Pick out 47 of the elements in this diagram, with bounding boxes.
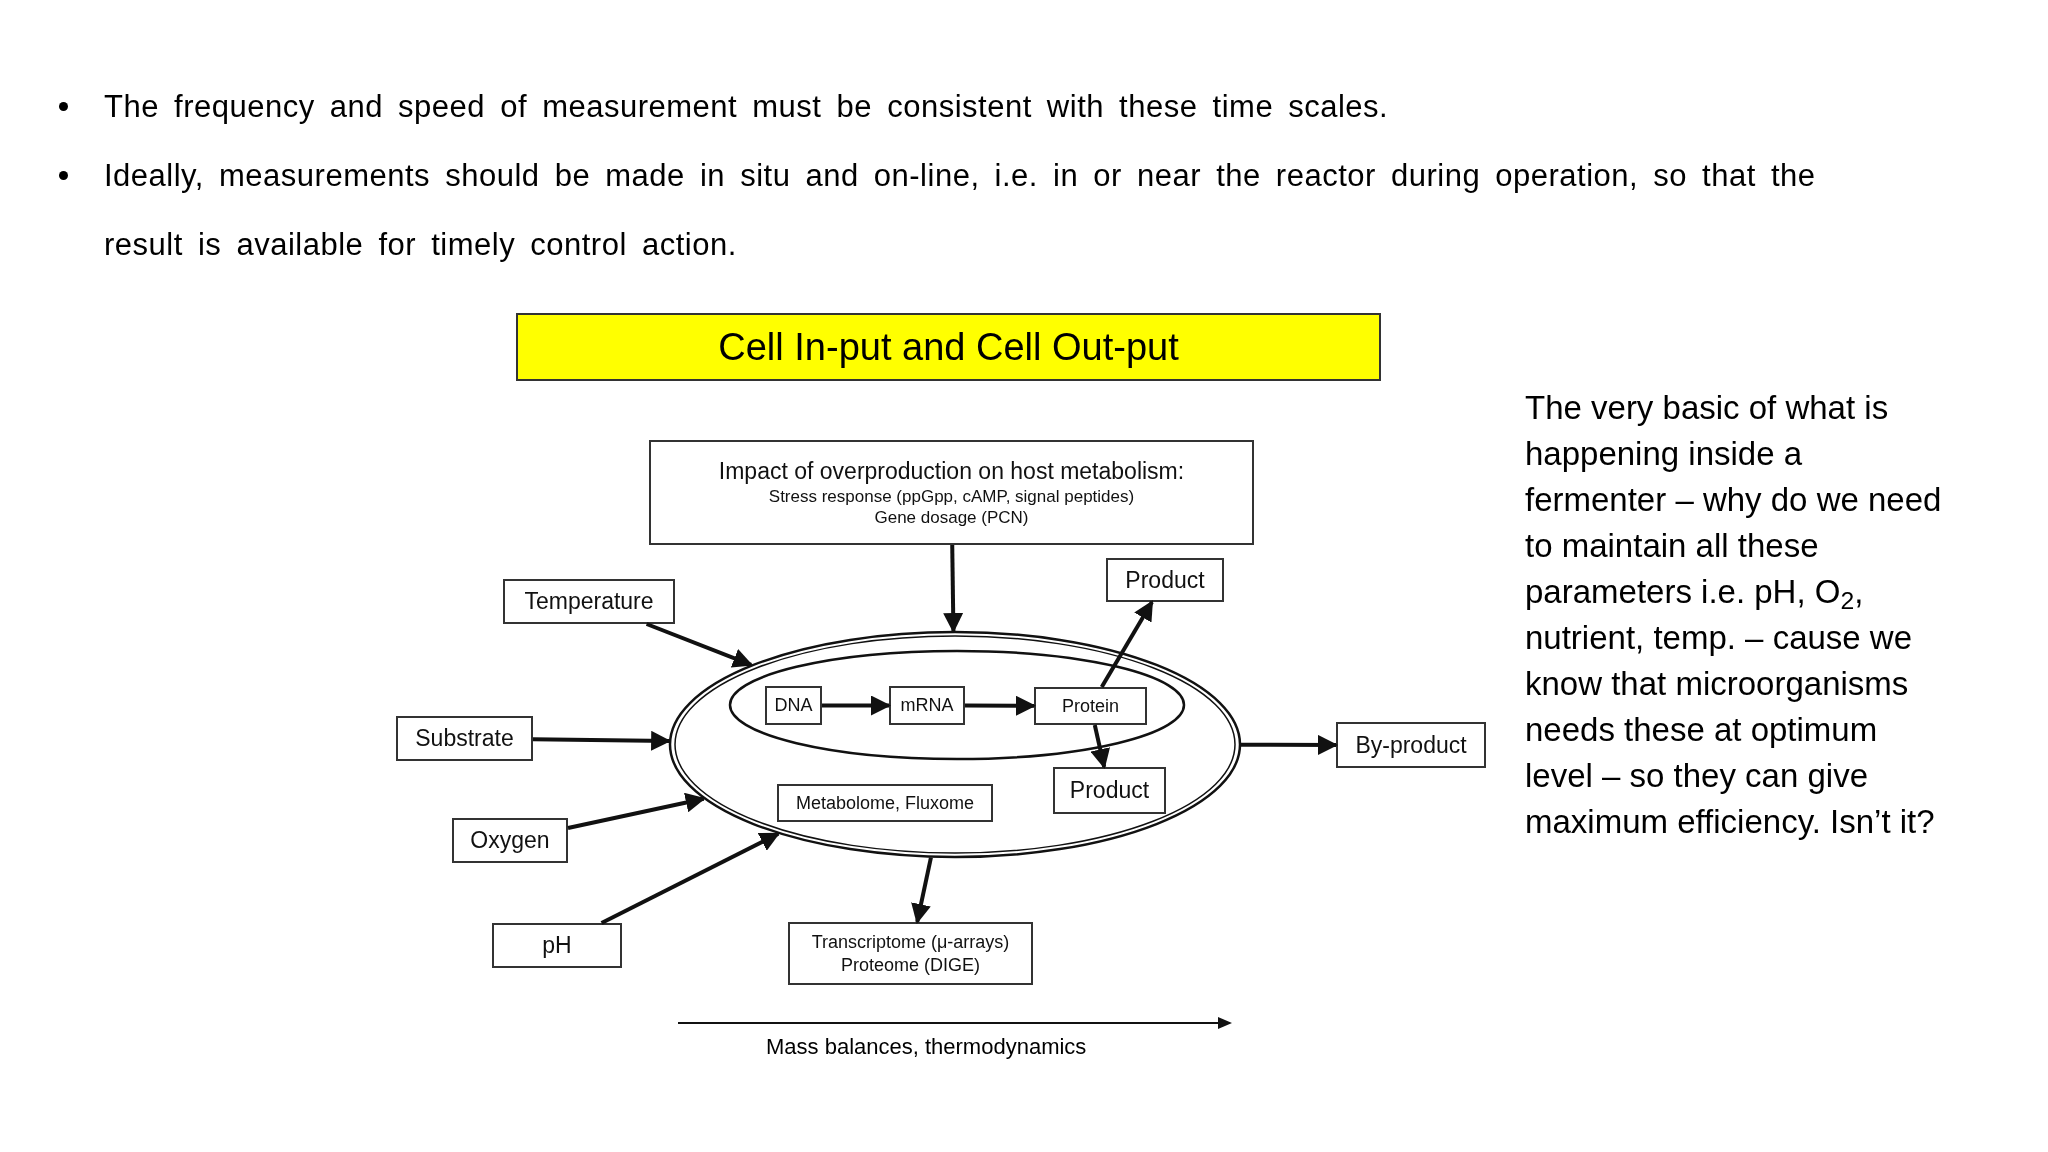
label-box [765, 686, 822, 725]
label-box [492, 923, 622, 968]
label-box [777, 784, 993, 822]
label-box [1106, 558, 1224, 602]
axis-caption: Mass balances, thermodynamics [766, 1033, 1087, 1061]
arrow [943, 544, 964, 633]
arrow [1100, 600, 1154, 689]
bullet-text: Ideally, measurements should be made in situ and on-line, i.e. in or near the reactor during operation, so that the result is available for timely control action. [104, 157, 1817, 264]
box-text: Impact of overproduction on host metabolism: [718, 456, 1185, 486]
box-text: Oxygen [470, 826, 550, 855]
box-text: Temperature [524, 587, 654, 616]
side-note: The very basic of what is happening inside a fermenter – why do we need to maintain all these parameters i.e. pH, O$_{2}$, nutrient, temp. – cause we know that microorganisms needs these at optimum level – so they can give maximum efficiency. Isn’t it? [1525, 388, 1943, 842]
arrow [965, 695, 1036, 716]
box-text: Protein [1061, 694, 1119, 718]
label-box [396, 716, 533, 761]
label-box [1336, 722, 1486, 768]
box-text: DNA [774, 694, 813, 717]
label-box [649, 440, 1254, 545]
box-text: Gene dosage (PCN) [874, 506, 1029, 529]
arrow [567, 792, 706, 830]
box-text: By-product [1355, 730, 1467, 760]
arrow [532, 730, 672, 751]
label-box [1034, 687, 1147, 725]
label-box [452, 818, 568, 863]
box-text: pH [542, 931, 572, 960]
label-box [788, 922, 1033, 985]
arrow [1241, 734, 1338, 755]
box-text: Stress response (ppGpp, cAMP, signal peptides) [768, 485, 1135, 507]
inner-ellipse [729, 650, 1185, 760]
box-text: Transcriptome (μ-arrays) [811, 931, 1010, 954]
title-text: Cell In-put and Cell Out-put [718, 324, 1179, 370]
arrow [911, 857, 933, 924]
arrow [1090, 724, 1110, 769]
box-text: Proteome (DIGE) [840, 953, 980, 976]
label-box [1053, 767, 1166, 814]
box-text: Product [1125, 565, 1205, 595]
bullet-text: The frequency and speed of measurement must be consistent with these time scales. [104, 88, 1389, 126]
arrow [600, 831, 781, 925]
box-text: Metabolome, Fluxome [795, 791, 975, 815]
arrow [645, 622, 754, 668]
label-box [889, 686, 965, 725]
arrow [822, 695, 891, 716]
cell-ellipse [669, 631, 1241, 858]
box-text: Product [1069, 776, 1150, 805]
box-text: mRNA [900, 694, 954, 717]
label-box [503, 579, 675, 624]
box-text: Substrate [415, 724, 514, 753]
